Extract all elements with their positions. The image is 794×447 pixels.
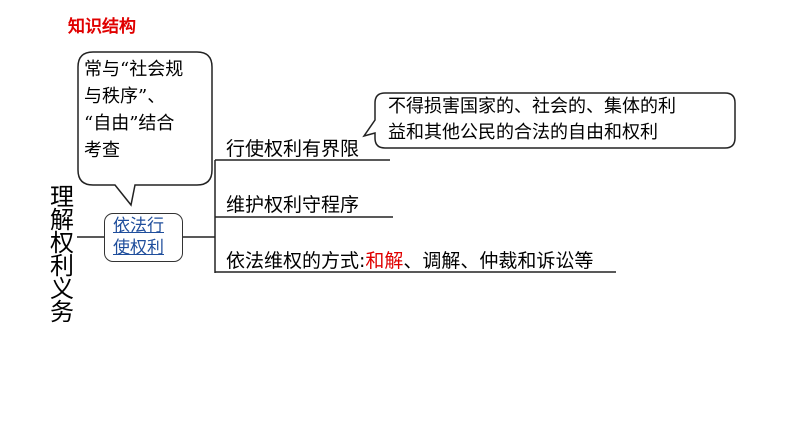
root-node: 理解权利义务: [50, 183, 74, 326]
note-line: 考查: [84, 140, 120, 161]
branch-3-label: 依法维权的方式:: [226, 250, 366, 272]
center-node-link[interactable]: 依法行 使权利: [104, 213, 183, 262]
branch-3-rest: 、调解、仲裁和诉讼等: [403, 250, 594, 272]
center-line: 使权利: [113, 238, 164, 258]
note-line: 不得损害国家的、社会的、集体的利: [388, 96, 676, 117]
branch-1: 行使权利有界限: [226, 138, 360, 160]
section-title: 知识结构: [68, 17, 136, 37]
left-callout-bubble: [77, 51, 213, 207]
note-line: 常与“社会规: [84, 59, 184, 80]
note-line: “自由”结合: [84, 113, 175, 134]
left-callout-text: 常与“社会规 与秩序”、 “自由”结合 考查: [84, 56, 183, 164]
right-callout-text: 不得损害国家的、社会的、集体的利 益和其他公民的合法的自由和权利: [388, 94, 676, 146]
branch-3: 依法维权的方式:和解、调解、仲裁和诉讼等: [226, 246, 593, 273]
branch-3-highlight: 和解: [365, 250, 404, 272]
note-line: 与秩序”、: [84, 86, 166, 107]
center-line: 依法行: [113, 216, 164, 236]
note-line: 益和其他公民的合法的自由和权利: [388, 122, 658, 143]
right-callout-bubble: [362, 92, 736, 149]
branch-2: 维护权利守程序: [226, 194, 360, 216]
